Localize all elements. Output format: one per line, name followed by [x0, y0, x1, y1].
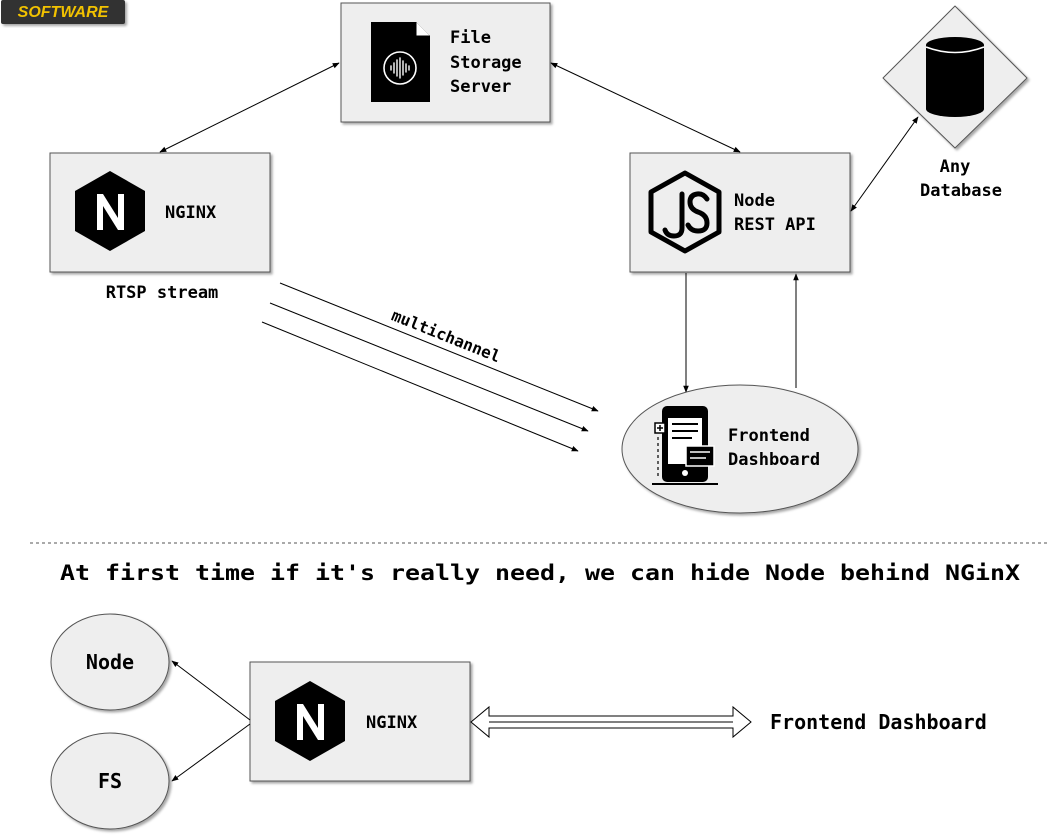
- connector-nginx-to-fs: [171, 723, 251, 782]
- multichannel-label: multichannel: [389, 306, 503, 367]
- nginx-box: NGINX: [49, 152, 271, 273]
- nginx-logo-icon: [275, 681, 345, 761]
- database-line-2: Database: [920, 181, 1002, 201]
- nginx-bottom-label: NGINX: [366, 713, 418, 733]
- stream-line-1: [279, 282, 599, 412]
- connector-nginx-file-storage: [159, 62, 340, 153]
- node-ellipse-label: Node: [86, 650, 134, 674]
- badge-label: SOFTWARE: [18, 4, 110, 21]
- node-rest-api-box: Node REST API: [629, 152, 851, 273]
- stream-line-2: [269, 302, 589, 432]
- frontend-dashboard-node: Frontend Dashboard: [621, 384, 859, 514]
- frontend-line-2: Dashboard: [728, 450, 820, 470]
- connector-file-storage-node: [550, 62, 741, 153]
- connector-node-database: [850, 116, 919, 212]
- node-ellipse: Node: [50, 613, 170, 711]
- audio-file-icon: [371, 22, 430, 102]
- frontend-line-1: Frontend: [728, 426, 810, 446]
- mobile-dashboard-icon: [652, 406, 718, 485]
- database-line-1: Any: [940, 157, 971, 177]
- file-storage-line-2: Storage: [450, 53, 522, 73]
- nodejs-logo-icon: [648, 170, 722, 254]
- node-api-line-2: REST API: [734, 215, 816, 235]
- node-api-line-1: Node: [734, 191, 775, 211]
- software-badge: SOFTWARE: [1, 0, 125, 24]
- connector-nginx-to-node: [171, 660, 251, 721]
- database-node: [882, 5, 1028, 149]
- stream-line-3: [261, 321, 579, 452]
- file-storage-line-3: Server: [450, 77, 511, 97]
- frontend-dashboard-bottom-label: Frontend Dashboard: [770, 710, 987, 734]
- nginx-logo-icon: [75, 171, 145, 251]
- rtsp-stream-caption: RTSP stream: [106, 283, 219, 303]
- database-icon: [925, 37, 985, 117]
- note-text: At first time if it's really need, we ca…: [60, 561, 1020, 585]
- fs-ellipse-label: FS: [98, 769, 122, 793]
- nginx-label: NGINX: [165, 203, 217, 223]
- file-storage-server-box: File Storage Server: [340, 2, 551, 123]
- nginx-bottom-box: NGINX: [249, 661, 471, 782]
- file-storage-line-1: File: [450, 28, 491, 48]
- fs-ellipse: FS: [50, 732, 170, 830]
